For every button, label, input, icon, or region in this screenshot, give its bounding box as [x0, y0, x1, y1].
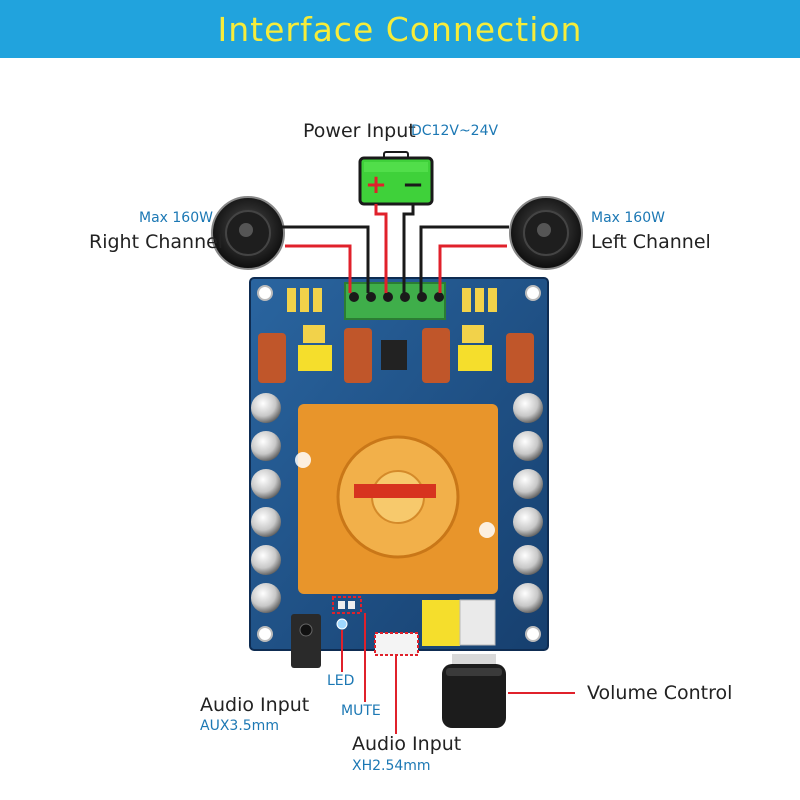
aux-jack-icon: [291, 614, 321, 668]
volume-knob-icon: [422, 599, 506, 728]
battery-icon: [358, 151, 434, 206]
led-icon: [336, 618, 348, 630]
volume-control-label: Volume Control: [587, 682, 733, 704]
power-input-spec: DC12V~24V: [411, 123, 499, 139]
header-title: Interface Connection: [217, 9, 583, 49]
aux-input-label: Audio Input: [200, 694, 310, 716]
amplifier-board: [249, 277, 549, 651]
xh-connector-icon: [374, 632, 419, 656]
right-channel-label: Right Channel: [89, 231, 224, 253]
xh-input-label: Audio Input: [352, 733, 462, 755]
battery-minus-sign: −: [402, 170, 424, 200]
aux-input-spec: AUX3.5mm: [200, 718, 279, 734]
xh-input-spec: XH2.54mm: [352, 758, 431, 774]
capacitors: [251, 393, 543, 613]
led-label: LED: [327, 673, 355, 689]
left-channel-power: Max 160W: [591, 210, 665, 226]
right-channel-power: Max 160W: [139, 210, 213, 226]
header-banner: Interface Connection: [0, 0, 800, 58]
left-speaker-icon: [509, 196, 583, 270]
mute-jumper-icon: [332, 596, 362, 614]
right-speaker-icon: [211, 196, 285, 270]
left-channel-label: Left Channel: [591, 231, 711, 253]
terminal-block: [344, 282, 446, 320]
callout-lines: [341, 613, 575, 734]
battery-plus-sign: +: [365, 170, 387, 200]
mute-label: MUTE: [341, 703, 381, 719]
power-input-label: Power Input: [303, 120, 416, 142]
wires: [282, 204, 509, 293]
